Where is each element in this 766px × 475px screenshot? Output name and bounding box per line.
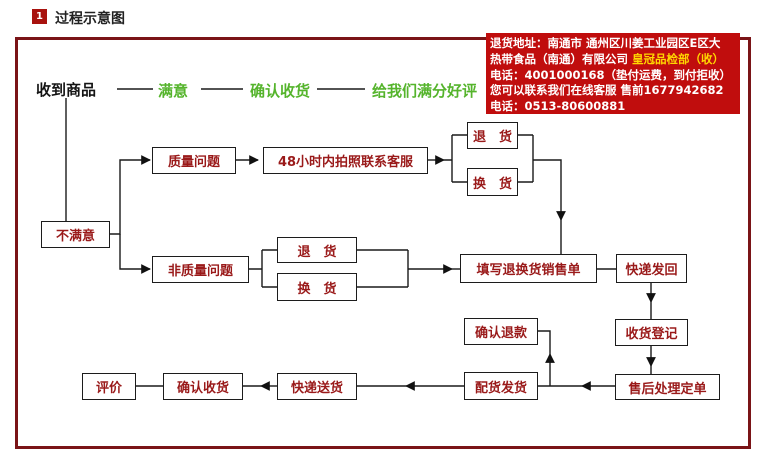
node-satisfied: 满意	[158, 82, 189, 100]
node-dispatch-ship: 配货发货	[464, 372, 538, 400]
notice-inspection-dept-highlight: 皇冠品检部（收）	[632, 51, 725, 66]
section-number-badge: 1	[32, 9, 47, 24]
node-confirm-receipt-top: 确认收货	[250, 82, 311, 100]
node-evaluate: 评价	[82, 373, 136, 400]
node-quality-problem: 质量问题	[152, 147, 236, 174]
node-confirm-receipt-bottom: 确认收货	[163, 373, 243, 400]
node-fill-return-form: 填写退换货销售单	[460, 254, 597, 283]
node-full-marks-review: 给我们满分好评	[372, 82, 478, 100]
node-receipt-registration: 收货登记	[615, 319, 688, 346]
node-exchange-nonquality: 换 货	[277, 273, 357, 301]
node-return-nonquality: 退 货	[277, 237, 357, 263]
node-express-delivery: 快递送货	[277, 373, 357, 400]
node-unsatisfied: 不满意	[41, 221, 110, 248]
node-received-goods: 收到商品	[36, 81, 97, 99]
notice-line-phone: 电话：0513-80600881	[490, 99, 626, 114]
notice-line-company: 热带食品（南通）有限公司 皇冠品检部（收）	[490, 51, 725, 66]
node-return-quality: 退 货	[467, 122, 518, 149]
node-contact-service-48h: 48小时内拍照联系客服	[263, 147, 428, 174]
notice-line-address: 退货地址：南通市 通州区川姜工业园区E区大	[490, 36, 721, 50]
return-address-notice: 退货地址：南通市 通州区川姜工业园区E区大 热带食品（南通）有限公司 皇冠品检部…	[486, 33, 740, 114]
node-express-send-back: 快递发回	[616, 254, 687, 283]
notice-line-online-service: 您可以联系我们在线客服 售前1677942682	[490, 83, 724, 98]
section-title: 过程示意图	[55, 11, 125, 27]
notice-line-hotline: 电话：4001000168（垫付运费，到付拒收）	[490, 67, 732, 82]
node-confirm-refund: 确认退款	[464, 318, 538, 345]
node-non-quality-problem: 非质量问题	[152, 256, 249, 283]
node-exchange-quality: 换 货	[467, 168, 518, 196]
node-aftersale-process-order: 售后处理定单	[615, 374, 720, 400]
